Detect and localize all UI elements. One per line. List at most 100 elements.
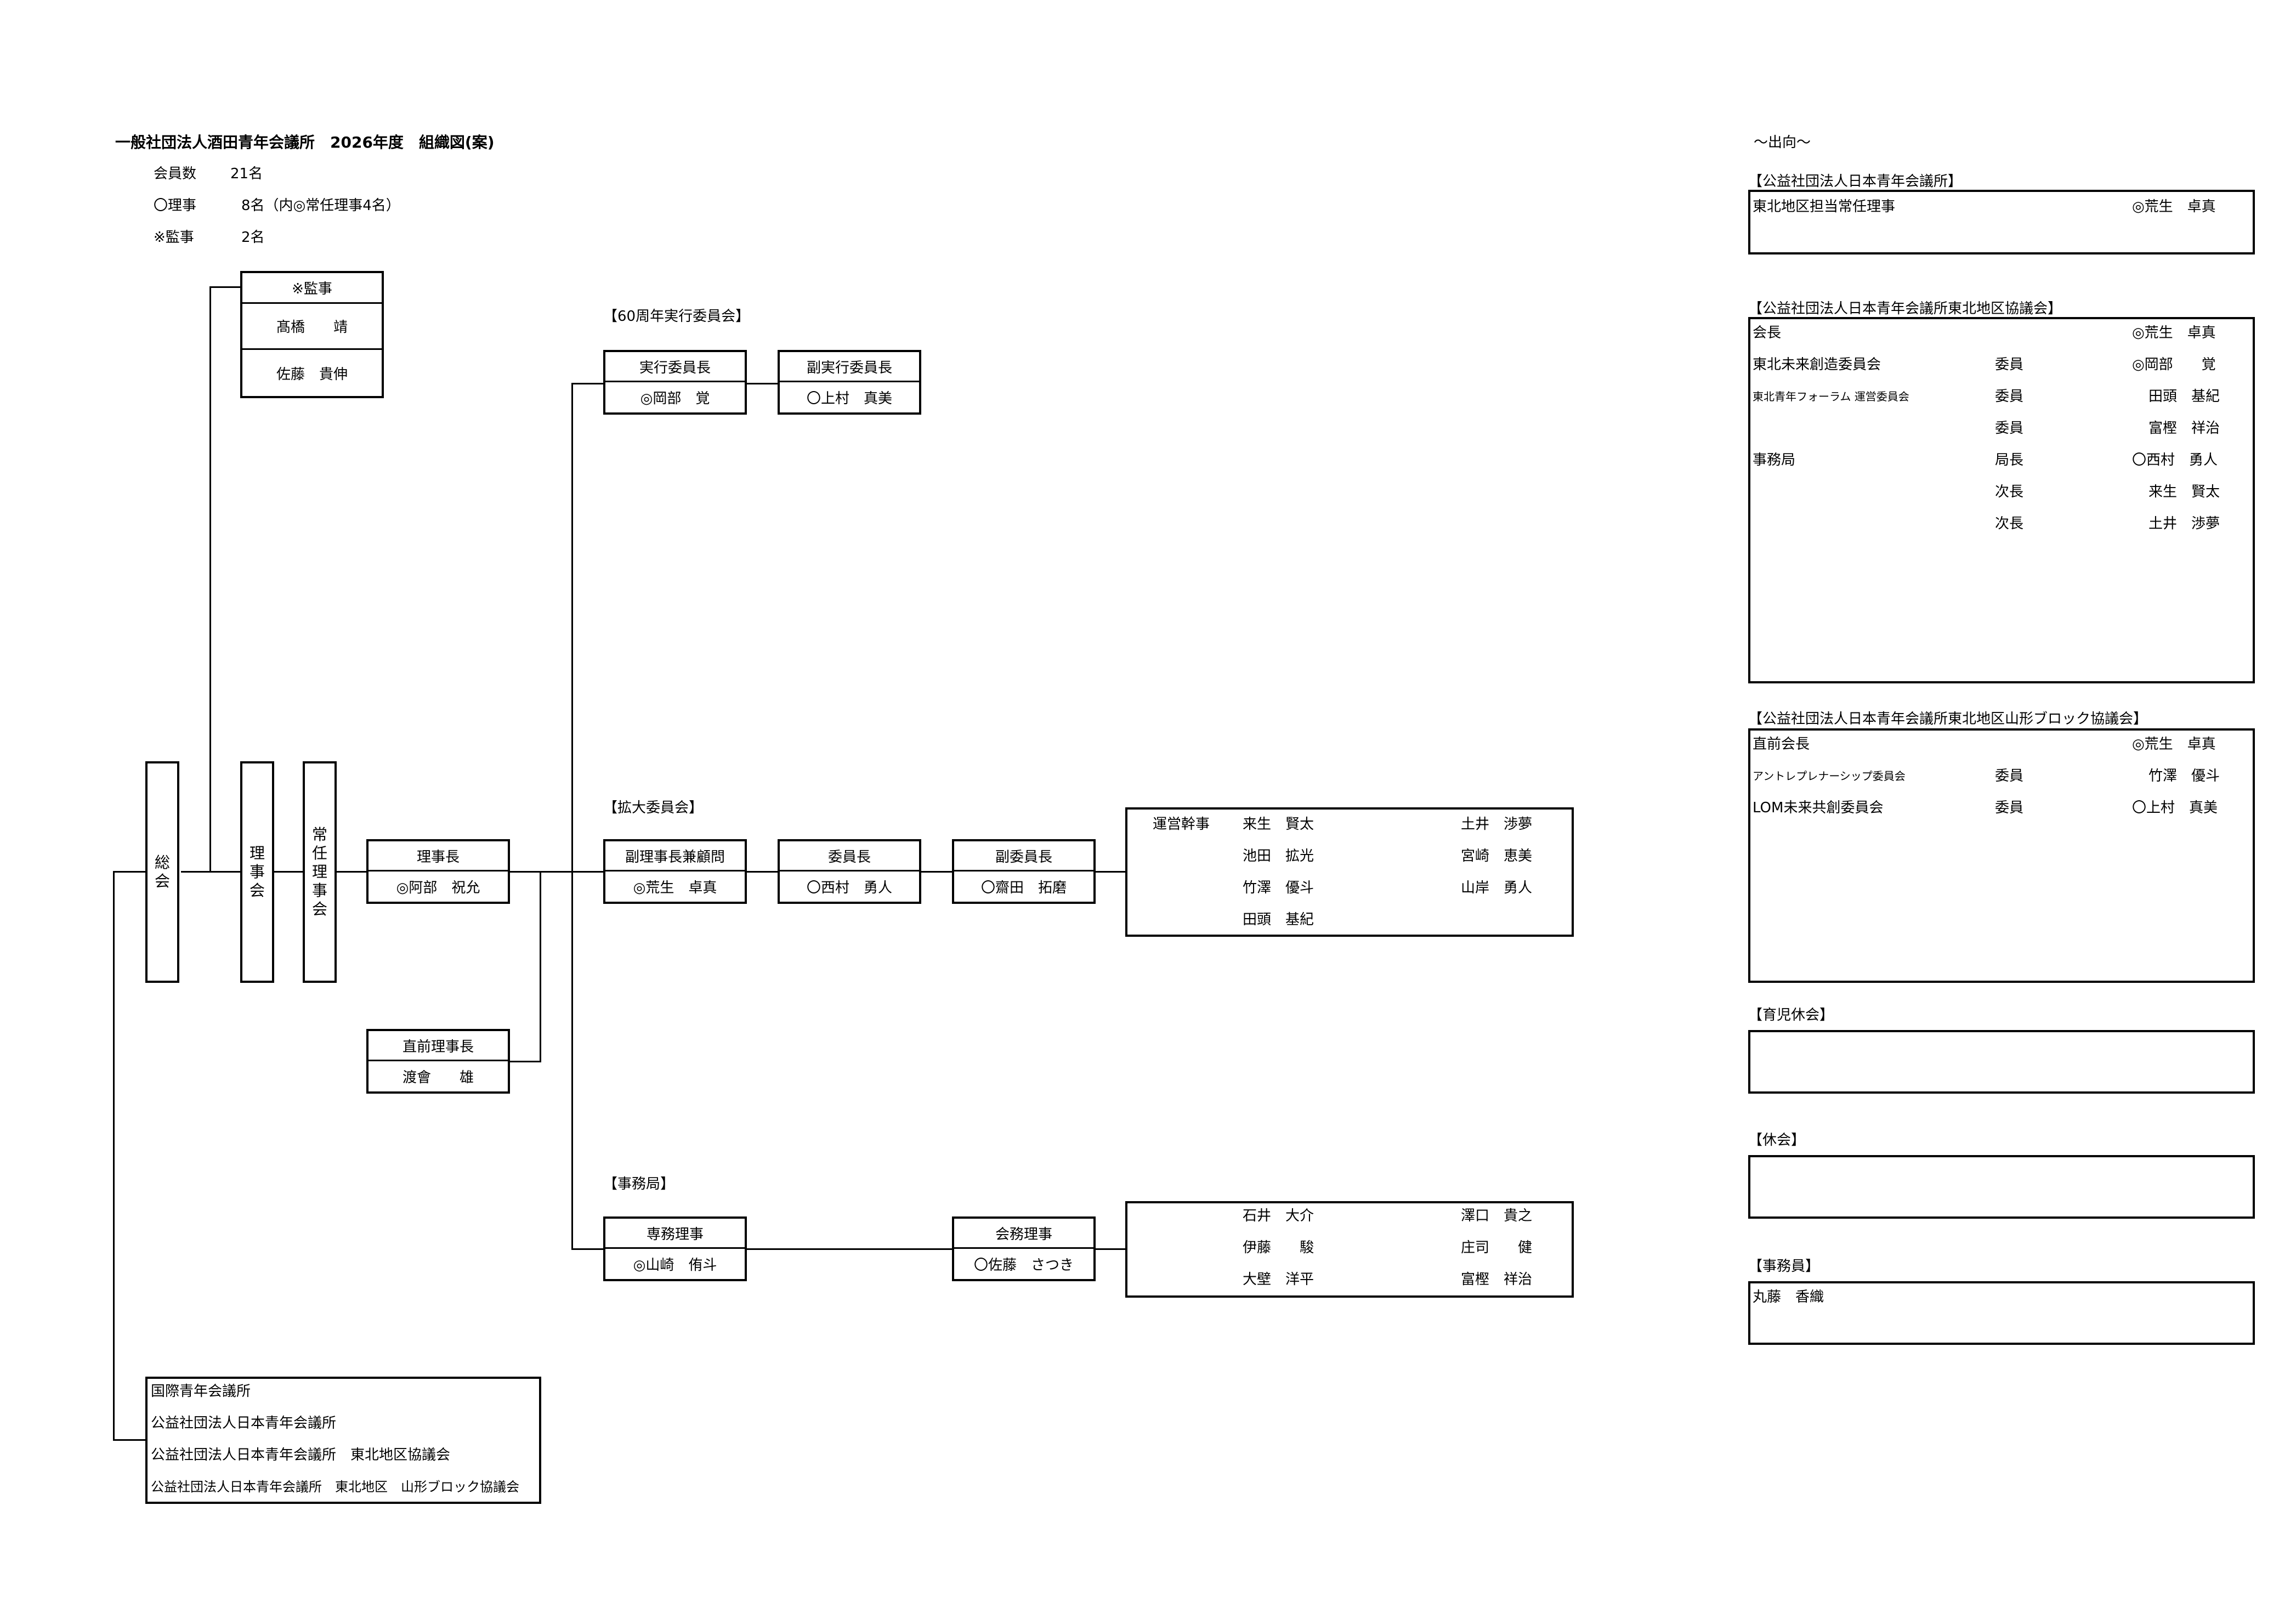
president-box: 理事長 ◎阿部 祝允 [366, 839, 510, 904]
treasurer-name: 〇佐藤 さつき [973, 1257, 1074, 1274]
directors-label: 〇理事 [154, 197, 197, 214]
past-president-name: 渡會 雄 [402, 1070, 474, 1086]
general-assembly-box: 総会 [145, 761, 179, 983]
auditor-name: 佐藤 貴伸 [276, 366, 348, 383]
member-name: 竹澤 優斗 [1243, 880, 1314, 896]
position-label: 委員 [1995, 800, 2024, 816]
member-name: 澤口 貴之 [1461, 1208, 1533, 1224]
position-label: 委員 [1995, 388, 2024, 405]
connector [510, 1061, 541, 1062]
person-name: ◎荒生 卓真 [2132, 325, 2216, 341]
affiliation-item: 公益社団法人日本青年会議所 [151, 1415, 337, 1431]
expansion-chair-title: 委員長 [780, 841, 919, 872]
member-name: 田頭 基紀 [1243, 912, 1314, 928]
anniversary-chair-box: 実行委員長 ◎岡部 覚 [603, 350, 747, 415]
role-label: 会長 [1753, 325, 1782, 341]
connector [209, 286, 211, 872]
secondment-heading: ～出向～ [1754, 134, 1811, 151]
affiliation-item: 公益社団法人日本青年会議所 東北地区 山形ブロック協議会 [151, 1479, 519, 1495]
board-box: 理事会 [240, 761, 274, 983]
page-title: 一般社団法人酒田青年会議所 2026年度 組織図(案) [115, 133, 495, 151]
leave-box [1748, 1155, 2255, 1219]
person-name: ◎岡部 覚 [2132, 357, 2216, 373]
connector [209, 286, 242, 288]
childcare-leave-box [1748, 1030, 2255, 1094]
office-staff-label: 【事務員】 [1748, 1258, 1820, 1275]
expansion-vp-box: 副理事長兼顧問 ◎荒生 卓真 [603, 839, 747, 904]
position-label: 委員 [1995, 420, 2024, 437]
member-name: 宮崎 恵美 [1461, 848, 1533, 864]
connector [571, 383, 604, 384]
members-label: 会員数 [154, 166, 197, 182]
leave-label: 【休会】 [1748, 1132, 1806, 1148]
position-label: 委員 [1995, 357, 2024, 373]
general-assembly-label: 総会 [154, 853, 170, 890]
yamagata-label: 【公益社団法人日本青年会議所東北地区山形ブロック協議会】 [1748, 711, 2148, 727]
treasurer-title: 会務理事 [954, 1219, 1093, 1249]
role-label: アントレプレナーシップ委員会 [1753, 769, 1906, 783]
exec-director-box: 専務理事 ◎山崎 侑斗 [603, 1216, 747, 1281]
member-name: 山岸 勇人 [1461, 880, 1533, 896]
position-label: 委員 [1995, 768, 2024, 784]
member-name: 土井 渉夢 [1461, 816, 1533, 833]
secretariat-label: 【事務局】 [603, 1176, 675, 1192]
anniversary-vice-box: 副実行委員長 〇上村 真美 [778, 350, 921, 415]
anniversary-chair-name: ◎岡部 覚 [640, 391, 710, 407]
person-name: 竹澤 優斗 [2148, 768, 2220, 784]
position-label: 局長 [1995, 452, 2024, 468]
person-name: 丸藤 香織 [1753, 1289, 1824, 1305]
member-name: 池田 拡光 [1243, 848, 1314, 864]
member-name: 庄司 健 [1461, 1240, 1533, 1256]
exec-director-name: ◎山崎 侑斗 [633, 1257, 717, 1274]
expansion-chair-box: 委員長 〇西村 勇人 [778, 839, 921, 904]
tohoku-box: 会長 ◎荒生 卓真 東北未来創造委員会 委員 ◎岡部 覚 東北青年フォーラム 運… [1748, 317, 2255, 683]
directors-value: 8名（内◎常任理事4名） [241, 197, 400, 214]
treasurer-box: 会務理事 〇佐藤 さつき [952, 1216, 1096, 1281]
member-name: 大壁 洋平 [1243, 1271, 1314, 1288]
role-label: 東北青年フォーラム 運営委員会 [1753, 390, 1909, 403]
member-name: 石井 大介 [1243, 1208, 1314, 1224]
expansion-chair-name: 〇西村 勇人 [806, 880, 892, 896]
childcare-leave-label: 【育児休会】 [1748, 1007, 1834, 1023]
affiliation-item: 国際青年会議所 [151, 1383, 251, 1400]
connector [540, 871, 541, 1062]
staff-title: 運営幹事 [1153, 816, 1210, 833]
jci-japan-label: 【公益社団法人日本青年会議所】 [1748, 173, 1963, 190]
yamagata-box: 直前会長 ◎荒生 卓真 アントレプレナーシップ委員会 委員 竹澤 優斗 LOM未… [1748, 728, 2255, 983]
standing-board-label: 常任理事会 [311, 825, 327, 918]
affiliations-box: 国際青年会議所 公益社団法人日本青年会議所 公益社団法人日本青年会議所 東北地区… [145, 1377, 541, 1504]
office-staff-box: 丸藤 香織 [1748, 1281, 2255, 1345]
position-label: 次長 [1995, 484, 2024, 500]
role-label: 事務局 [1753, 452, 1796, 468]
role-label: LOM未来共創委員会 [1753, 800, 1884, 816]
person-name: ◎荒生 卓真 [2132, 736, 2216, 752]
position-label: 次長 [1995, 516, 2024, 532]
person-name: 田頭 基紀 [2148, 388, 2220, 405]
anniversary-label: 【60周年実行委員会】 [603, 308, 750, 325]
board-label: 理事会 [249, 844, 265, 899]
connector [113, 871, 147, 873]
secretariat-members-box: 石井 大介 伊藤 駿 大壁 洋平 澤口 貴之 庄司 健 富樫 祥治 [1125, 1201, 1574, 1298]
connector [113, 1439, 147, 1441]
past-president-box: 直前理事長 渡會 雄 [366, 1029, 510, 1094]
member-name: 伊藤 駿 [1243, 1240, 1314, 1256]
role-label: 直前会長 [1753, 736, 1810, 752]
person-name: 土井 渉夢 [2148, 516, 2220, 532]
expansion-vp-title: 副理事長兼顧問 [605, 841, 745, 872]
auditors-box: ※監事 髙橋 靖 佐藤 貴伸 [240, 271, 384, 398]
past-president-title: 直前理事長 [369, 1031, 508, 1061]
exec-director-title: 専務理事 [605, 1219, 745, 1249]
expansion-vp-name: ◎荒生 卓真 [633, 880, 717, 896]
connector [571, 383, 573, 1249]
expansion-vice-title: 副委員長 [954, 841, 1093, 872]
member-name: 富樫 祥治 [1461, 1271, 1533, 1288]
anniversary-vice-name: 〇上村 真美 [806, 391, 892, 407]
members-value: 21名 [230, 166, 263, 182]
auditors-label: ※監事 [154, 229, 194, 246]
affiliation-item: 公益社団法人日本青年会議所 東北地区協議会 [151, 1447, 451, 1463]
connector [746, 383, 779, 384]
expansion-members-box: 運営幹事 来生 賢太 池田 拡光 竹澤 優斗 田頭 基紀 土井 渉夢 宮崎 恵美… [1125, 807, 1574, 937]
person-name: 〇西村 勇人 [2132, 452, 2218, 468]
role-label: 東北未来創造委員会 [1753, 357, 1881, 373]
person-name: 〇上村 真美 [2132, 800, 2218, 816]
